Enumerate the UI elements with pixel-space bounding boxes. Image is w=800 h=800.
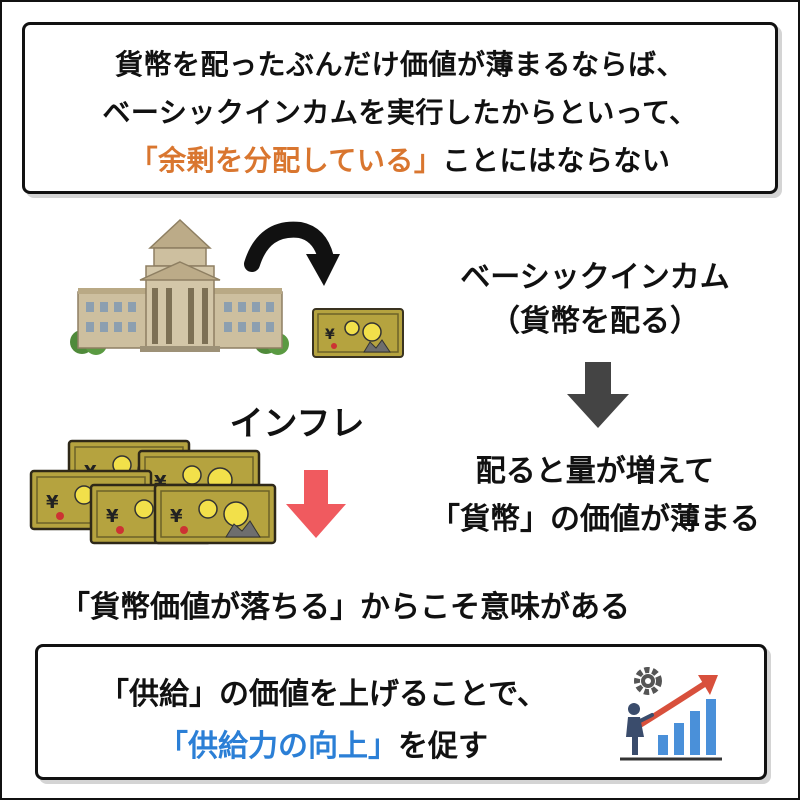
growth-chart-icon (620, 667, 722, 761)
curved-arrow-icon (244, 221, 340, 286)
footer-box: 「供給」の価値を上げることで、 「供給力の向上」を促す (35, 644, 767, 780)
banknote-icon: ¥ (312, 308, 404, 358)
footer-line-2-rest: を促す (398, 729, 488, 764)
footer-highlight: 「供給力の向上」 (158, 729, 398, 764)
basic-income-subtitle: （貨幣を配る） (490, 304, 700, 339)
headline-highlight: 「余剰を分配している」 (129, 144, 443, 177)
inflation-label: インフレ (229, 404, 365, 444)
footer-line-1: 「供給」の価値を上げることで、 (99, 677, 547, 712)
inflation-down-arrow-icon (286, 470, 346, 538)
conclusion-text: 「貨幣価値が落ちる」からこそ意味がある (60, 590, 630, 625)
banknote-stack-icon: ¥ (29, 439, 277, 545)
footer-line-2: 「供給力の向上」を促す (58, 721, 588, 765)
result-line-1: 配ると量が増えて (475, 454, 715, 489)
headline-line-2: ベーシックインカムを実行したからといって、 (102, 96, 698, 129)
parliament-building-icon (70, 218, 289, 355)
headline-line-1: 貨幣を配ったぶんだけ価値が薄まるならば、 (114, 48, 685, 81)
headline-line-3: 「余剰を分配している」ことにはならない (25, 139, 775, 179)
basic-income-title: ベーシックインカム (460, 260, 730, 295)
result-line-2: 「貨幣」の価値が薄まる (430, 502, 760, 537)
gear-icon (634, 667, 662, 695)
banknote-yen-symbol: ¥ (325, 327, 335, 343)
headline-line-3-rest: ことにはならない (442, 144, 671, 177)
down-arrow-icon (567, 362, 629, 428)
headline-box: 貨幣を配ったぶんだけ価値が薄まるならば、 ベーシックインカムを実行したからといっ… (22, 22, 778, 194)
